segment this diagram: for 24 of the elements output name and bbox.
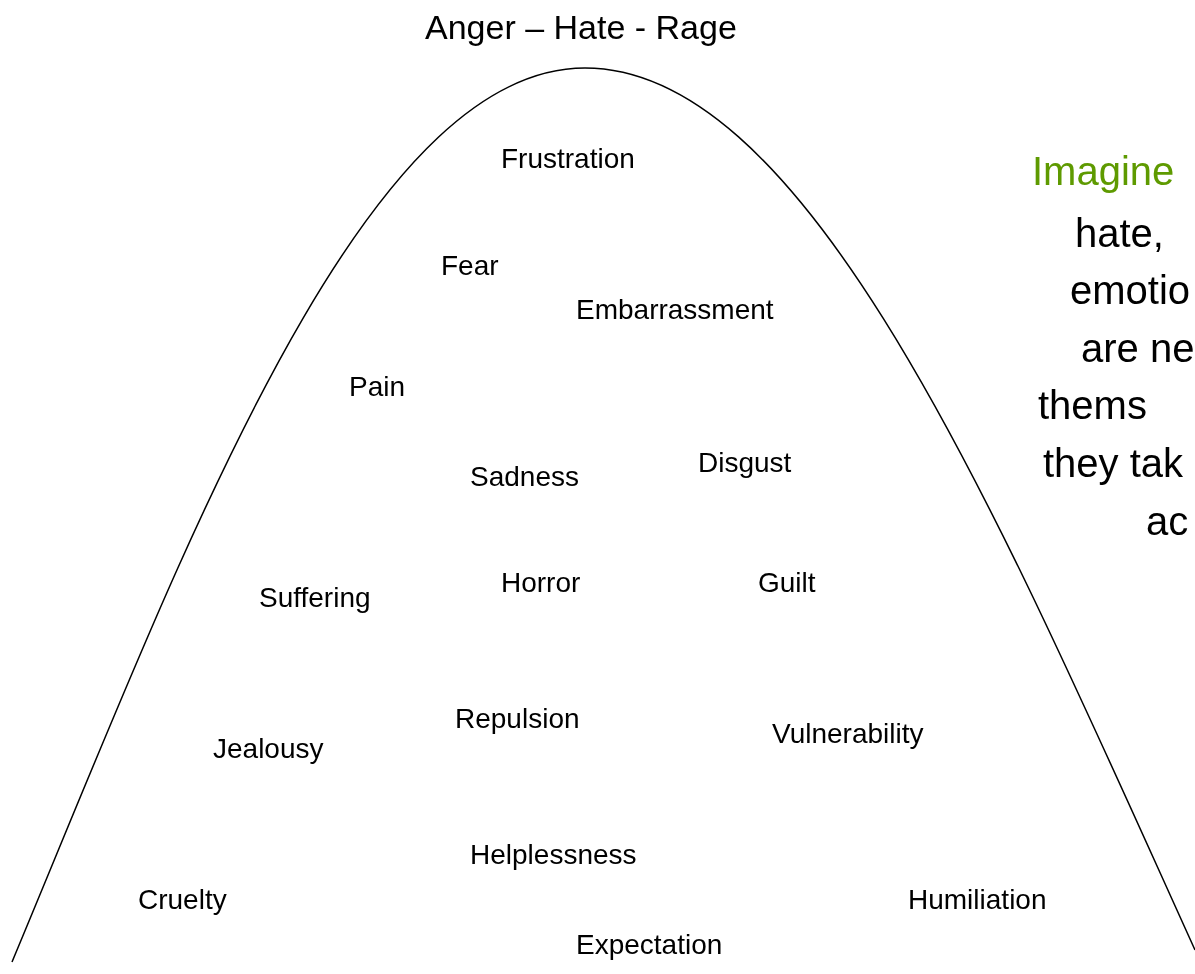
emotion-word: Embarrassment <box>576 294 774 327</box>
emotion-word: Suffering <box>259 582 371 615</box>
note-text: they tak <box>1043 440 1184 486</box>
emotion-word: Horror <box>501 567 581 600</box>
note-text: Imagine <box>1032 148 1175 194</box>
emotion-word: Guilt <box>758 567 816 600</box>
emotion-word: Fear <box>441 250 499 283</box>
emotion-word: Humiliation <box>908 884 1047 917</box>
emotion-word: Repulsion <box>455 703 580 736</box>
emotion-word: Expectation <box>576 929 723 962</box>
emotion-word: Sadness <box>470 461 579 494</box>
note-text: are ne <box>1081 325 1195 371</box>
note-text: emotio <box>1070 267 1191 313</box>
note-text: thems <box>1038 382 1147 428</box>
emotion-word: Cruelty <box>138 884 227 917</box>
emotion-word: Pain <box>349 371 406 404</box>
emotion-word: Jealousy <box>213 733 324 766</box>
note-text: hate, <box>1075 210 1164 256</box>
emotion-word: Disgust <box>698 447 792 480</box>
emotion-word: Frustration <box>501 143 635 176</box>
emotion-word: Vulnerability <box>772 718 924 751</box>
emotion-word: Helplessness <box>470 839 637 872</box>
note-text: ac <box>1146 498 1189 544</box>
title: Anger – Hate - Rage <box>425 8 737 48</box>
